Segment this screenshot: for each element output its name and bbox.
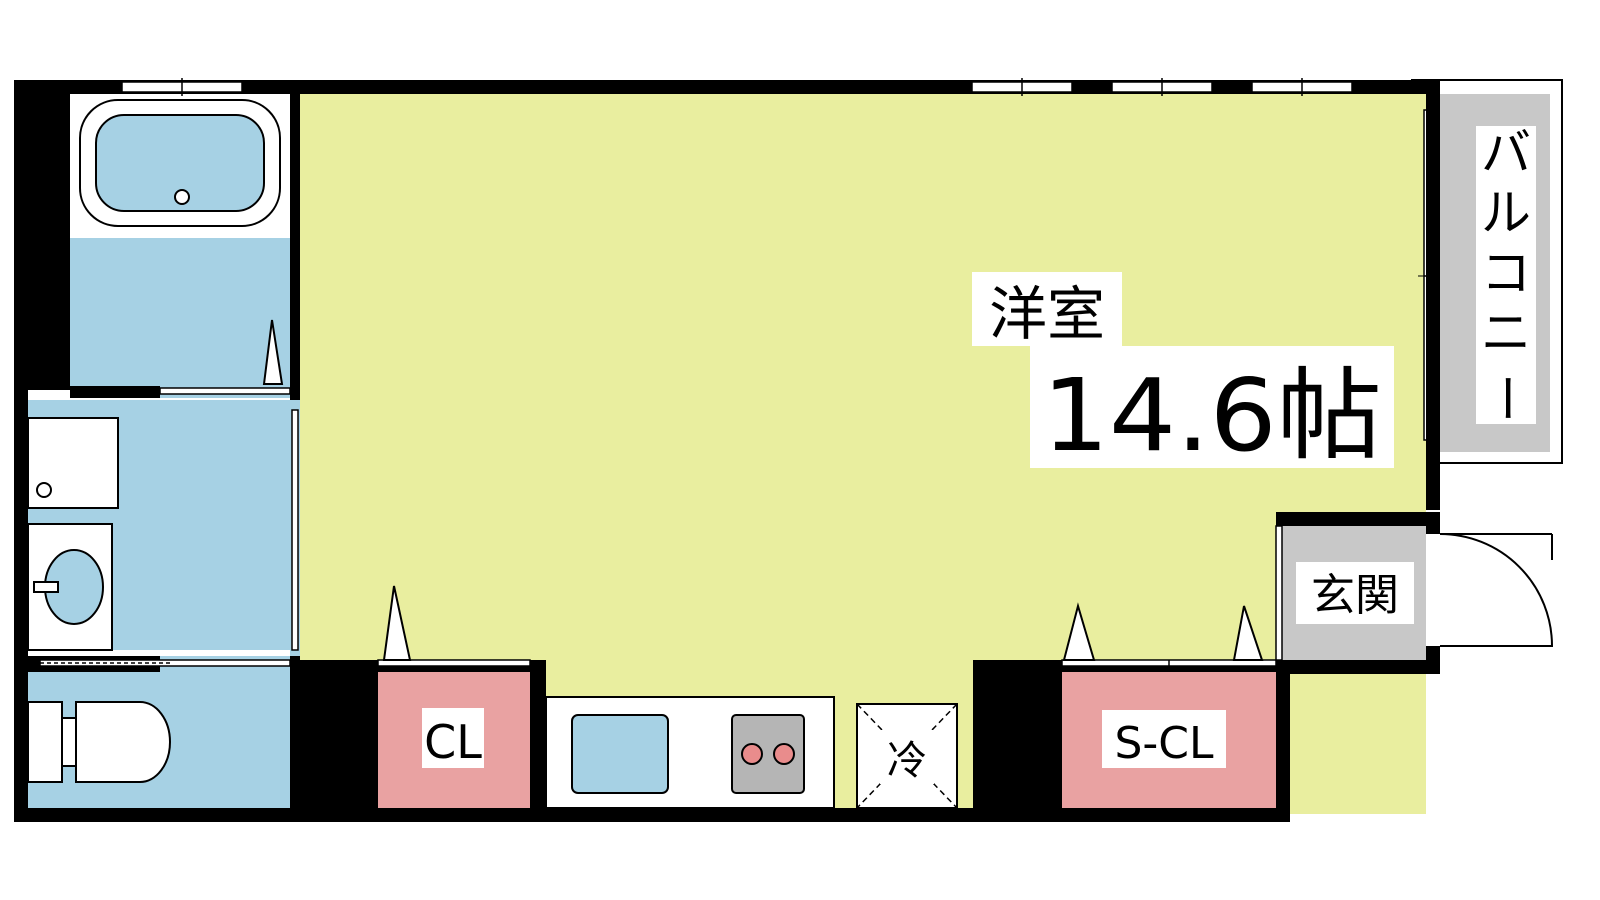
storage-closet-label-bg bbox=[1102, 710, 1226, 768]
bathtub bbox=[79, 99, 281, 227]
storage-closet-label: S-CL bbox=[1114, 718, 1214, 769]
door-swing-triangles bbox=[262, 319, 1264, 661]
stove-burner-icon bbox=[741, 743, 763, 765]
stove-burner-icon bbox=[773, 743, 795, 765]
faucet-icon bbox=[33, 581, 59, 593]
wash-basin bbox=[27, 523, 113, 651]
fridge-space: 冷 bbox=[856, 703, 958, 809]
kitchen-counter bbox=[545, 696, 835, 809]
closet-label: CL bbox=[424, 715, 482, 769]
closet-label-bg bbox=[422, 708, 484, 768]
entrance-label: 玄関 bbox=[1311, 570, 1399, 621]
balcony-label-char-1: バ bbox=[1481, 124, 1531, 182]
main-room-name-bg bbox=[972, 272, 1122, 346]
balcony-label-char-4: ニ bbox=[1481, 304, 1531, 362]
fridge-label: 冷 bbox=[887, 738, 927, 784]
balcony-label-char-3: コ bbox=[1481, 244, 1531, 302]
sliding-doors bbox=[39, 387, 1283, 672]
bathroom-wet-floor bbox=[70, 238, 290, 390]
entrance-door-gap bbox=[1426, 534, 1440, 646]
main-room-size-bg bbox=[1030, 346, 1394, 468]
kitchen-sink bbox=[571, 714, 669, 794]
main-room-name: 洋室 bbox=[989, 280, 1105, 348]
bathtub-drain-icon bbox=[174, 189, 190, 205]
front-door bbox=[1439, 533, 1554, 647]
balcony: バ ル コ ニ ー bbox=[1411, 79, 1563, 464]
balcony-label-bg bbox=[1476, 126, 1536, 424]
toilet bbox=[27, 701, 171, 783]
top-windows bbox=[121, 78, 1353, 96]
entrance-label-bg bbox=[1296, 562, 1414, 624]
balcony-label-char-5: ー bbox=[1477, 373, 1535, 423]
stove bbox=[731, 714, 805, 794]
main-room-size: 14.6帖 bbox=[1042, 357, 1382, 474]
washer-drain-icon bbox=[36, 482, 52, 498]
balcony-label-char-2: ル bbox=[1481, 184, 1531, 242]
